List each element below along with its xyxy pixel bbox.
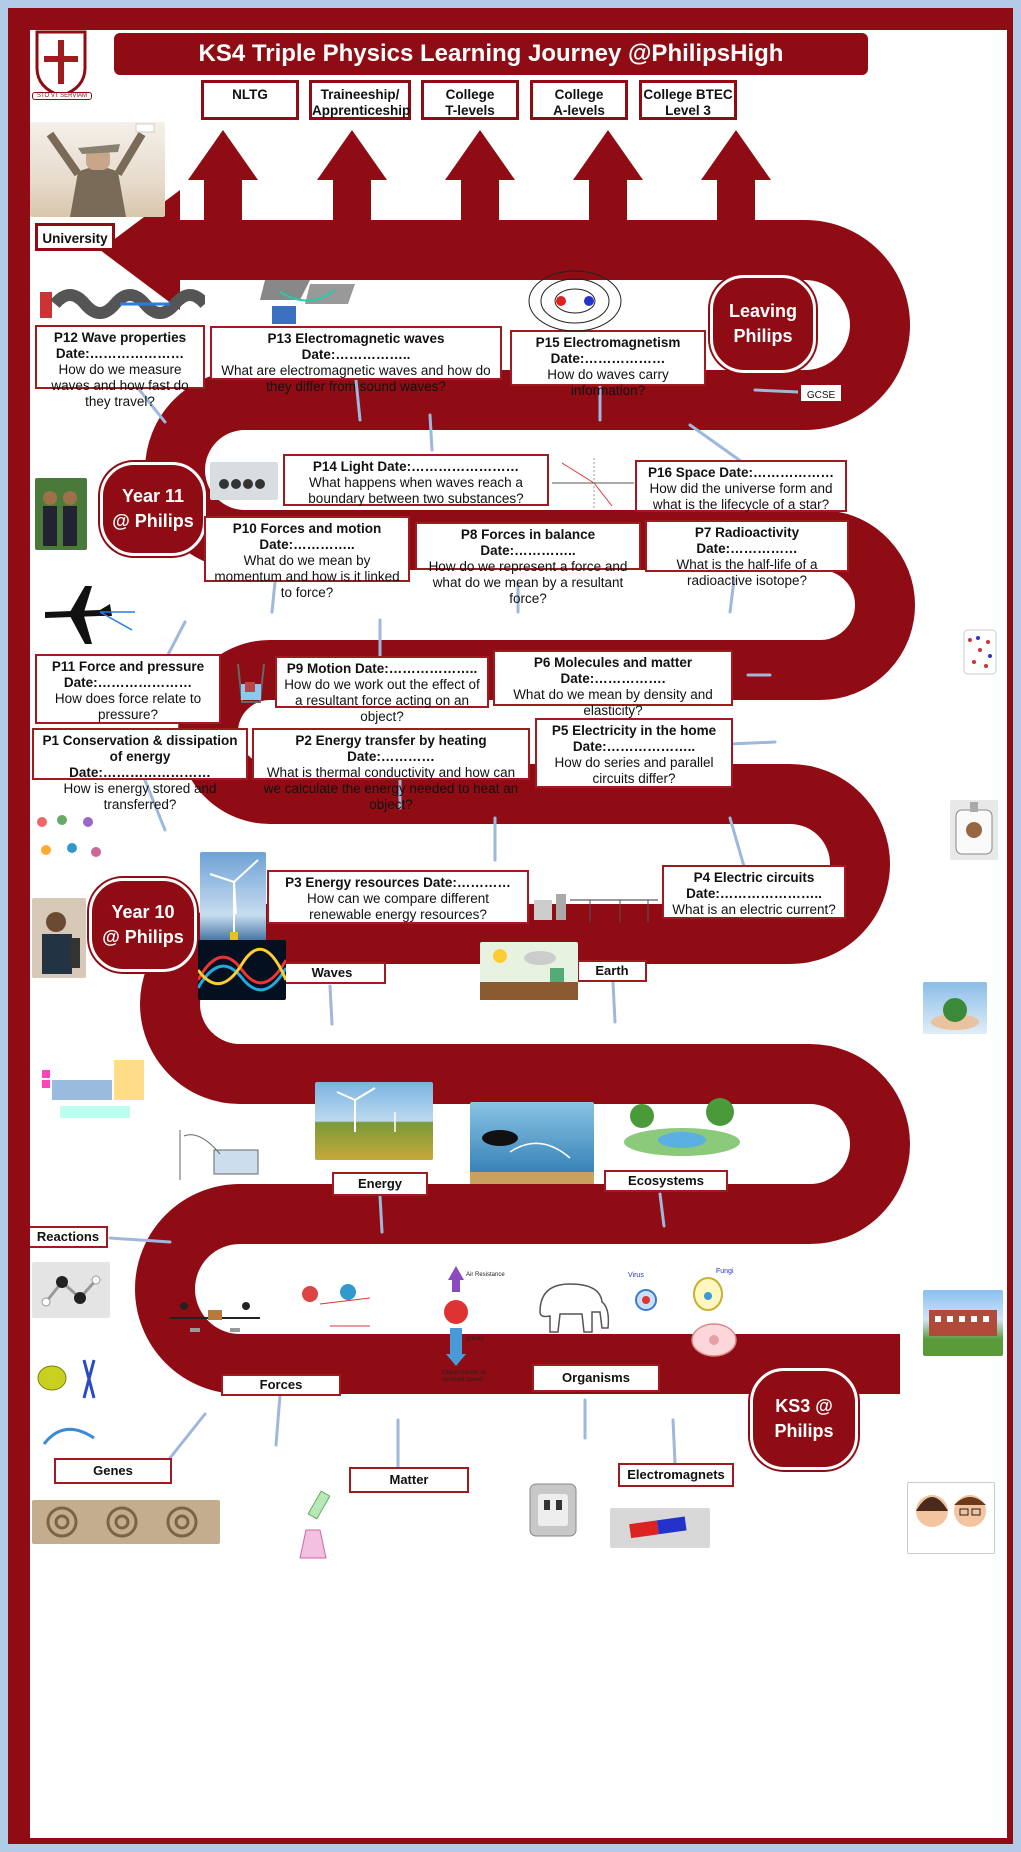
elephant-image bbox=[530, 1272, 618, 1338]
air-resistance-annotation: Air Resistance bbox=[466, 1272, 505, 1278]
forces-cartoon-image bbox=[290, 1274, 380, 1340]
ocean-food-web-image bbox=[470, 1102, 594, 1184]
page-title: KS4 Triple Physics Learning Journey @Phi… bbox=[114, 33, 868, 75]
topic-p16: P16 Space Date:………………How did the univers… bbox=[635, 460, 847, 512]
student-microscope-image bbox=[32, 898, 86, 978]
destination-traineeship: Traineeship/Apprenticeship bbox=[309, 80, 411, 120]
carbon-cycle-image bbox=[480, 942, 578, 1000]
sugar-molecules-image bbox=[960, 610, 1000, 676]
constant-speed-annotation: Object travels at constant speed bbox=[442, 1370, 486, 1383]
destination-arrows bbox=[188, 130, 771, 230]
topic-p15: P15 Electromagnetism Date:………………How do w… bbox=[510, 330, 706, 398]
ks3-reactions: Reactions bbox=[30, 1226, 108, 1248]
ks3-forces: Forces bbox=[221, 1374, 341, 1396]
refraction-diagram-image bbox=[552, 458, 634, 508]
prism-image bbox=[260, 270, 355, 328]
chemistry-glassware-image bbox=[292, 1490, 338, 1562]
aeroplane-image bbox=[40, 582, 135, 650]
gravity-annotation: gravity bbox=[466, 1336, 484, 1342]
power-station-image bbox=[530, 880, 658, 924]
topic-p9: P9 Motion Date:………………..How do we work ou… bbox=[275, 656, 489, 724]
ks3-electromagnets: Electromagnets bbox=[618, 1463, 734, 1487]
topic-p1: P1 Conservation & dissipation of energy … bbox=[32, 728, 248, 812]
ks3-genes: Genes bbox=[54, 1458, 172, 1484]
topic-p8: P8 Forces in balance Date:…………..How do w… bbox=[415, 522, 641, 606]
wind-farm-image bbox=[315, 1082, 433, 1160]
poster: KS4 Triple Physics Learning Journey @Phi… bbox=[30, 30, 1007, 1838]
fossils-image bbox=[32, 1500, 220, 1544]
university-label: University bbox=[35, 223, 115, 251]
students-image bbox=[35, 478, 87, 550]
virus-image: Virus bbox=[626, 1270, 666, 1318]
fungi-cell-image: Fungi bbox=[688, 1266, 740, 1312]
ks3-earth: Earth bbox=[577, 960, 647, 982]
magnetic-field-image bbox=[525, 268, 625, 334]
topic-p10: P10 Forces and motion Date:…………..What do… bbox=[204, 516, 410, 600]
graduate-image bbox=[30, 122, 165, 217]
stage-year-10: Year 10@ Philips bbox=[89, 878, 197, 972]
ks3-ecosystems: Ecosystems bbox=[604, 1170, 728, 1192]
waves-abstract-image bbox=[196, 940, 288, 1000]
topic-p3: P3 Energy resources Date:…………How can we … bbox=[267, 870, 529, 924]
connector-lines bbox=[108, 376, 800, 1469]
magnet-image bbox=[610, 1508, 710, 1548]
school-crest: STO VT SERVIAM bbox=[32, 30, 92, 106]
wind-turbine-image bbox=[200, 852, 266, 942]
molecule-model-image bbox=[32, 1262, 110, 1318]
falling-apple-image: Air Resistance gravity Object travels at… bbox=[438, 1266, 518, 1390]
topic-p4: P4 Electric circuits Date:…………………..What … bbox=[662, 865, 846, 919]
crest-motto: STO VT SERVIAM bbox=[32, 92, 92, 100]
learning-road bbox=[100, 130, 915, 1469]
gas-collection-apparatus-image bbox=[160, 1120, 268, 1186]
university-arrowhead bbox=[100, 190, 180, 310]
virus-annotation: Virus bbox=[628, 1272, 644, 1279]
newtons-cradle-image bbox=[210, 462, 278, 500]
periodic-table-image bbox=[40, 1050, 148, 1126]
topic-p11: P11 Force and pressure Date:…………………How d… bbox=[35, 654, 221, 724]
wave-spring-image bbox=[40, 286, 210, 322]
plug-image bbox=[950, 800, 998, 860]
dna-cell-image bbox=[34, 1358, 104, 1448]
energy-store-icons-image bbox=[32, 810, 108, 866]
ks3-energy: Energy bbox=[332, 1172, 428, 1196]
animal-cell-image bbox=[688, 1320, 742, 1360]
stage-year-11: Year 11@ Philips bbox=[100, 462, 206, 556]
ks3-organisms: Organisms bbox=[532, 1364, 660, 1392]
stage-ks3: KS3 @Philips bbox=[750, 1368, 858, 1470]
school-building-image bbox=[923, 1290, 1003, 1356]
plug-socket-image bbox=[528, 1482, 578, 1540]
tug-of-war-image bbox=[170, 1292, 260, 1342]
ecosystem-image bbox=[622, 1090, 742, 1158]
topic-p6: P6 Molecules and matter Date:…………….What … bbox=[493, 650, 733, 718]
ks3-waves: Waves bbox=[278, 962, 386, 984]
page-frame: KS4 Triple Physics Learning Journey @Phi… bbox=[8, 8, 1013, 1844]
topic-p5: P5 Electricity in the home Date:………………..… bbox=[535, 718, 733, 788]
topic-p7: P7 Radioactivity Date:……………What is the h… bbox=[645, 520, 849, 588]
topic-p12: P12 Wave properties Date:…………………How do w… bbox=[35, 325, 205, 409]
ks3-matter: Matter bbox=[349, 1467, 469, 1493]
cartoon-students-image bbox=[907, 1482, 995, 1554]
road-path bbox=[135, 220, 915, 1394]
gcse-label: GCSE bbox=[798, 382, 844, 404]
topic-p13: P13 Electromagnetic waves Date:……………..Wh… bbox=[210, 326, 502, 394]
fungi-annotation: Fungi bbox=[716, 1268, 734, 1275]
beaker-image bbox=[234, 660, 268, 706]
earth-in-hands-image bbox=[923, 982, 987, 1034]
topic-p14: P14 Light Date:……………………What happens when… bbox=[283, 454, 549, 506]
topic-p2: P2 Energy transfer by heating Date:…………W… bbox=[252, 728, 530, 812]
destination-nltg: NLTG bbox=[201, 80, 299, 120]
